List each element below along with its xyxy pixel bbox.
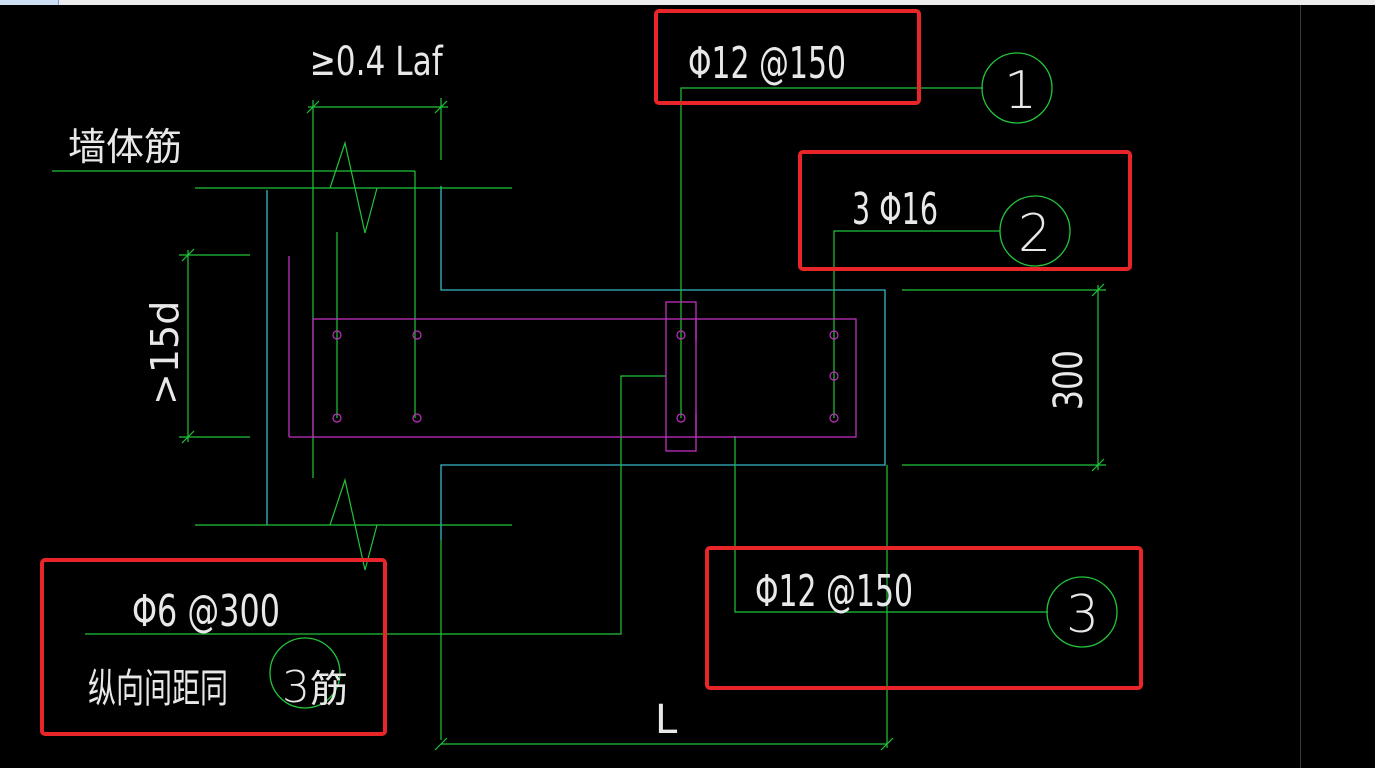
tie-rebar-label: Φ6 @300 — [132, 586, 280, 637]
height-dimension-label: 300 — [1046, 350, 1092, 410]
rebar-points — [332, 330, 839, 423]
lap-length-label: ≥0.4 Laf — [310, 39, 444, 85]
concrete-outline — [266, 186, 886, 540]
length-dimension-label: L — [655, 697, 678, 743]
callout-3-number: 3 — [1066, 585, 1099, 645]
wall-rebar-label: 墙体筋 — [68, 125, 182, 169]
callout-2-number: 2 — [1018, 204, 1051, 264]
structure-lines — [52, 87, 1106, 751]
window-tab[interactable] — [0, 0, 59, 5]
rebar-1-label: Φ12 @150 — [688, 38, 846, 89]
spacing-note-label: 纵向间距同 — [88, 666, 228, 712]
anchor-15d-label: >15d — [143, 301, 187, 405]
window-top-bar — [0, 0, 1375, 5]
spacing-note-tail: 筋 — [310, 667, 348, 711]
rebar-cage — [288, 256, 857, 452]
rebar-3-label: Φ12 @150 — [755, 566, 913, 617]
callout-small-3-number: 3 — [282, 662, 310, 713]
rebar-2-label: 3 Φ16 — [852, 184, 938, 235]
viewport-divider — [1300, 5, 1301, 768]
highlight-boxes — [40, 9, 1143, 736]
callout-1-number: 1 — [1004, 61, 1037, 121]
callout-circles — [269, 52, 1118, 709]
